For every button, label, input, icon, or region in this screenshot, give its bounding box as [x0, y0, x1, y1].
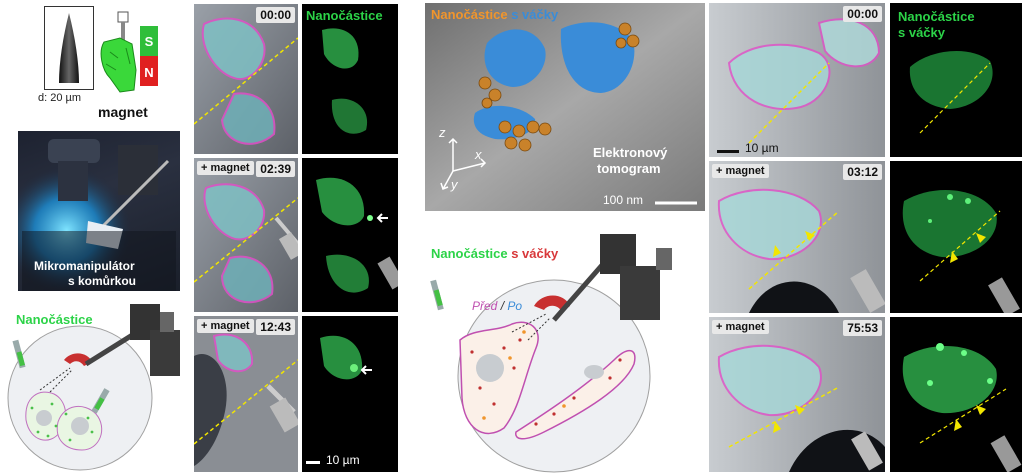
tomo-label-line1: Elektronový [593, 145, 668, 160]
needle-box [44, 6, 94, 90]
middle-schematic-title-part1: Nanočástice [431, 246, 508, 261]
axis-y-label: y [451, 177, 458, 192]
panelA-fluor-2 [302, 158, 398, 312]
pred-po-label: Před / Po [472, 299, 522, 313]
needle-tip-icon [59, 13, 79, 83]
panelA-fluor-label: Nanočástice [306, 8, 383, 23]
panelB-scalebar [717, 150, 739, 153]
magnet-n-label: N [144, 65, 153, 80]
panelA-brightfield-3: + magnet 12:43 [194, 316, 298, 472]
panelA-magnet-label-2: + magnet [197, 161, 254, 175]
panelA-time-2: 02:39 [256, 161, 295, 177]
panelA-fluor-3: 10 µm [302, 316, 398, 472]
panelB-brightfield-2: + magnet 03:12 [709, 161, 885, 313]
panelA-time-3: 12:43 [256, 319, 295, 335]
middle-schematic-title-part2: s váčky [511, 246, 559, 261]
panelA-scalebar [306, 461, 320, 464]
tomo-scalebar-label: 100 nm [603, 193, 644, 207]
po-label: Po [507, 299, 523, 313]
tomo-label-line2: tomogram [597, 161, 661, 176]
pred-label: Před [472, 299, 498, 313]
left-schematic [7, 304, 180, 471]
panelB-fluor-2 [890, 161, 1022, 313]
panelB-fluor-label-line2: s váčky [898, 25, 945, 40]
panelB-brightfield-1: 00:00 10 µm [709, 3, 885, 157]
magnet-icon: S N [100, 11, 158, 93]
panelB-time-3: 75:53 [843, 320, 882, 336]
panelB-fluor-3 [890, 317, 1022, 472]
panelB-time-1: 00:00 [843, 6, 882, 22]
panelA-time-1: 00:00 [256, 7, 295, 23]
panelA-fluor-1: Nanočástice [302, 4, 398, 154]
needle-dim-label: d: 20 µm [38, 92, 82, 104]
tomo-title-part2: s váčky [511, 7, 559, 22]
panelB-fluor-1: Nanočástice s váčky [890, 3, 1022, 157]
panelA-brightfield-2: + magnet 02:39 [194, 158, 298, 312]
panelB-brightfield-3: + magnet 75:53 [709, 317, 885, 472]
middle-schematic-title: Nanočástice s váčky [431, 246, 558, 261]
middle-schematic [430, 234, 672, 473]
micromanipulator-photo: Mikromanipulátor s komůrkou [18, 131, 180, 291]
magnet-s-label: S [145, 34, 154, 49]
panelB-time-2: 03:12 [843, 164, 882, 180]
pred-po-slash: / [500, 299, 505, 313]
photo-label-line2: s komůrkou [68, 274, 137, 288]
panelA-magnet-label-3: + magnet [197, 319, 254, 333]
micromanipulator-image [18, 131, 180, 291]
tomo-title: Nanočástice s váčky [431, 7, 558, 22]
panelB-magnet-label-2: + magnet [712, 164, 769, 178]
axis-z-label: z [439, 125, 446, 140]
tomogram-panel: Nanočástice s váčky z x y Elektronový to… [425, 3, 705, 211]
panelA-scalebar-label: 10 µm [326, 453, 360, 467]
panelA-brightfield-1: 00:00 [194, 4, 298, 154]
left-schematic-title: Nanočástice [16, 312, 93, 327]
panelB-magnet-label-3: + magnet [712, 320, 769, 334]
magnet-label: magnet [98, 104, 148, 120]
tomo-title-part1: Nanočástice [431, 7, 508, 22]
axis-x-label: x [475, 147, 482, 162]
panelB-fluor-label-line1: Nanočástice [898, 9, 975, 24]
photo-label-line1: Mikromanipulátor [34, 259, 135, 273]
panelB-scalebar-label: 10 µm [745, 141, 779, 155]
